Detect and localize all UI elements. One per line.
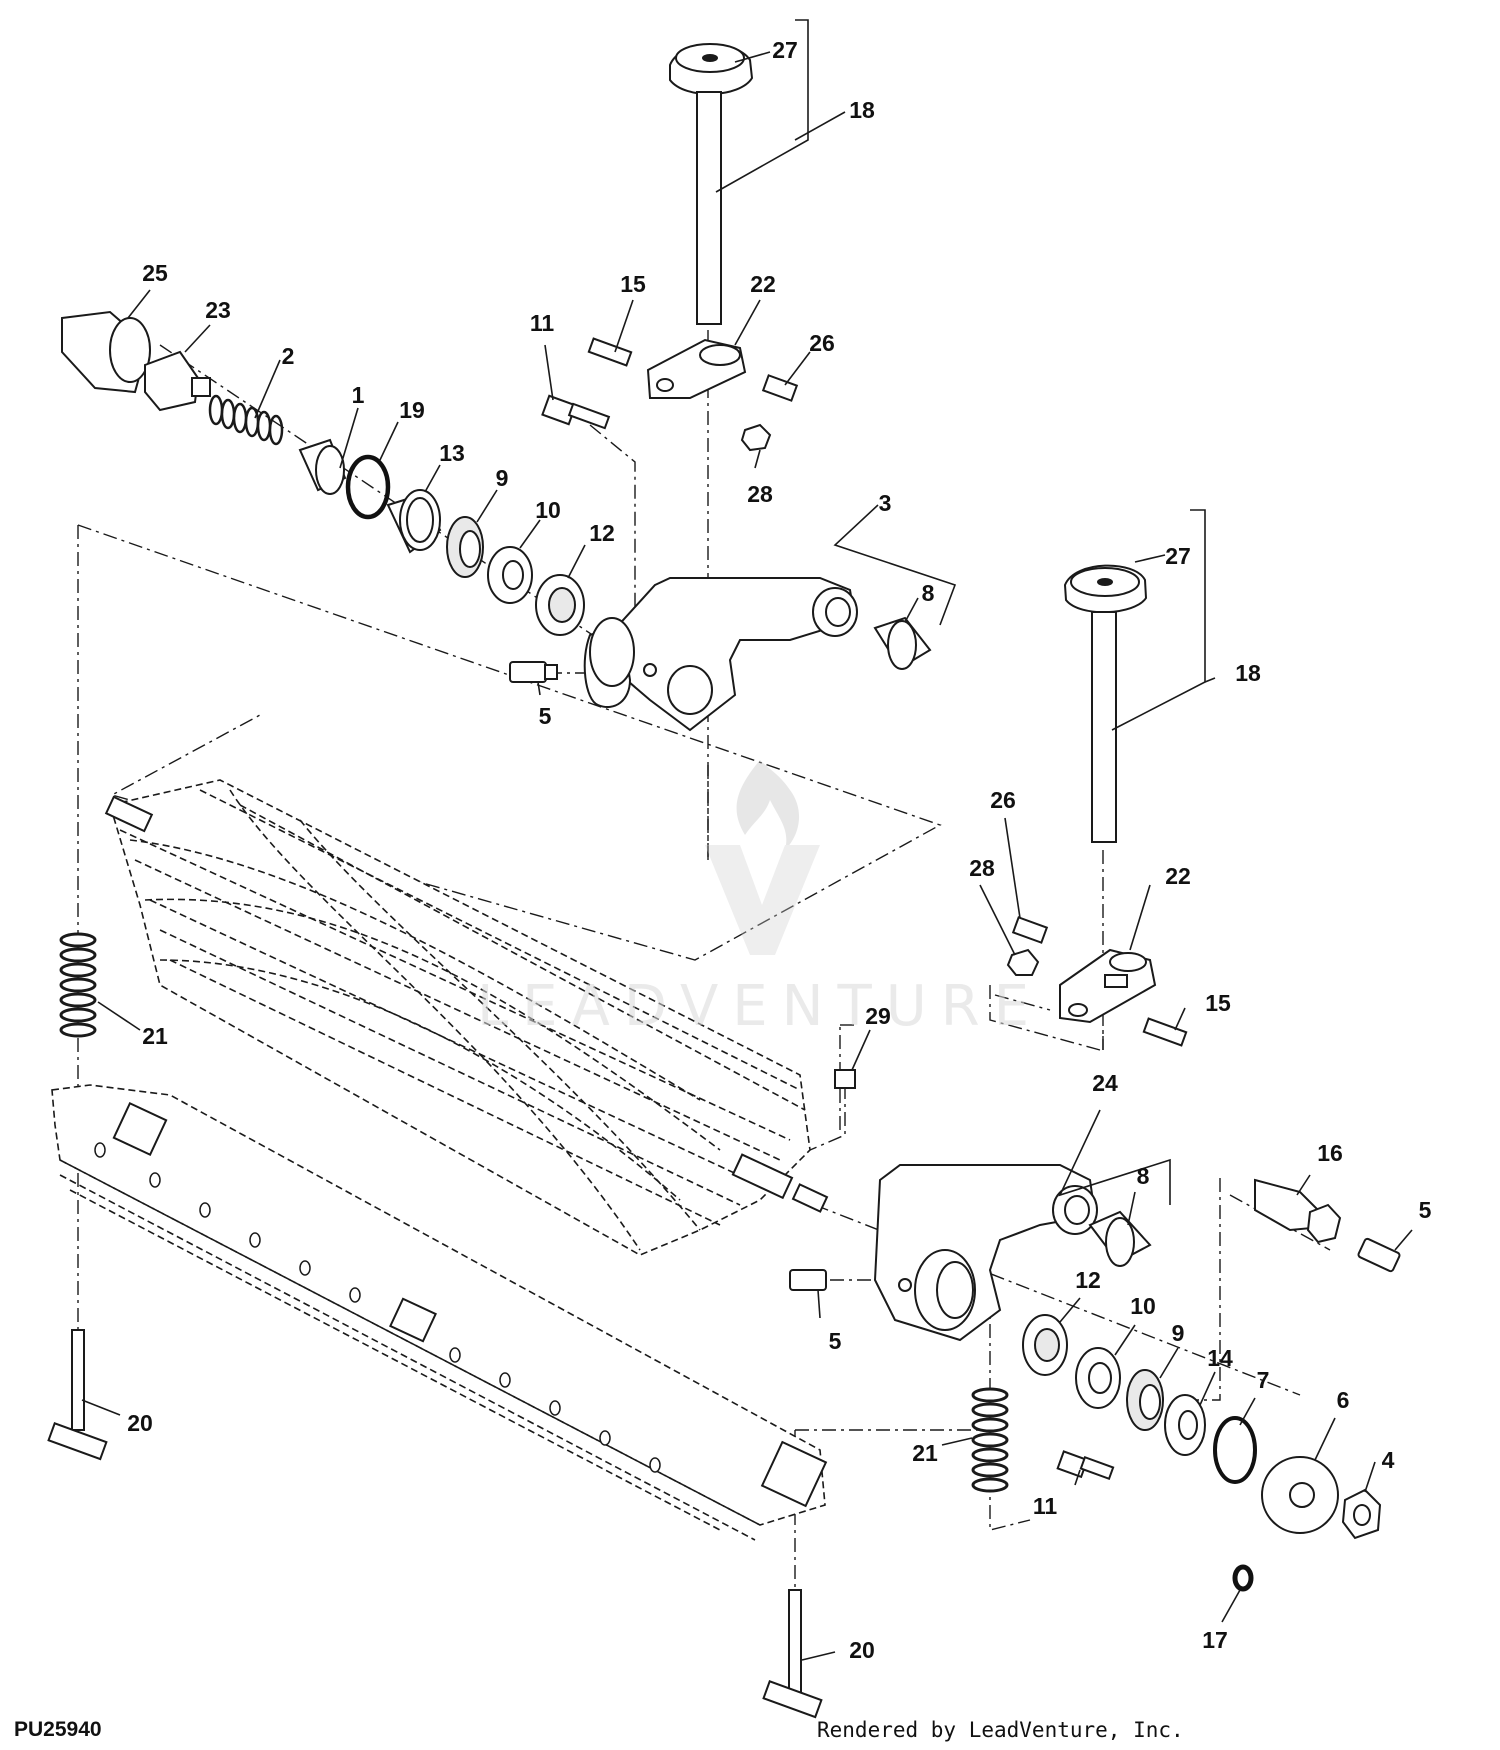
callout-21-lower: 21	[912, 1440, 938, 1466]
callout-5-right: 5	[1419, 1197, 1432, 1223]
callout-8: 8	[922, 580, 935, 606]
callout-11: 11	[530, 310, 555, 336]
callout-15-lower: 15	[1205, 990, 1231, 1016]
callout-29: 29	[865, 1003, 891, 1029]
callout-26-lower: 26	[990, 787, 1016, 813]
callout-21: 21	[142, 1023, 168, 1049]
callout-10-lower: 10	[1130, 1293, 1156, 1319]
callout-9: 9	[496, 465, 509, 491]
callout-4: 4	[1382, 1447, 1395, 1473]
callout-18: 18	[849, 97, 875, 123]
callout-10: 10	[535, 497, 561, 523]
callout-24: 24	[1092, 1070, 1118, 1096]
callout-11-lower: 11	[1033, 1493, 1058, 1519]
callout-6: 6	[1337, 1387, 1350, 1413]
callout-25: 25	[142, 260, 168, 286]
callout-5: 5	[539, 703, 552, 729]
upper-adjuster	[541, 43, 799, 452]
callout-18-lower: 18	[1235, 660, 1261, 686]
drawing-code: PU25940	[14, 1718, 102, 1741]
callout-numbers: 27 18 25 23 2 15 22 11 26 1 19 13 28 9 1…	[127, 37, 1431, 1663]
lower-adjuster	[1006, 564, 1188, 1047]
callout-7: 7	[1257, 1367, 1270, 1393]
callout-5-lower: 5	[829, 1328, 842, 1354]
callout-26: 26	[809, 330, 835, 356]
callout-28-lower: 28	[969, 855, 995, 881]
callout-12-lower: 12	[1075, 1267, 1101, 1293]
callout-19: 19	[399, 397, 425, 423]
springs-and-bolts	[47, 932, 1009, 1719]
callout-20: 20	[127, 1410, 153, 1436]
callout-2: 2	[282, 343, 295, 369]
callout-15: 15	[620, 271, 646, 297]
callout-28: 28	[747, 481, 773, 507]
callout-1: 1	[352, 382, 365, 408]
callout-20-lower: 20	[849, 1637, 875, 1663]
callout-27: 27	[772, 37, 798, 63]
lower-right-bearing-stack	[1022, 1178, 1401, 1592]
callout-22: 22	[750, 271, 776, 297]
leader-lines	[81, 19, 1413, 1661]
upper-left-bearing-stack	[61, 310, 585, 636]
callout-8-lower: 8	[1137, 1163, 1150, 1189]
callout-3: 3	[879, 490, 892, 516]
callout-16: 16	[1317, 1140, 1343, 1166]
callout-13: 13	[439, 440, 465, 466]
side-arm-lower	[789, 1069, 1152, 1342]
callout-17: 17	[1202, 1627, 1228, 1653]
bedknife-bar	[51, 1084, 828, 1541]
callout-12: 12	[589, 520, 615, 546]
render-credit: Rendered by LeadVenture, Inc.	[817, 1718, 1184, 1742]
callout-22-lower: 22	[1165, 863, 1191, 889]
side-arm-upper	[509, 577, 932, 732]
reel-assembly	[104, 779, 829, 1256]
callout-9-lower: 9	[1172, 1320, 1185, 1346]
callout-14: 14	[1207, 1345, 1233, 1371]
callout-23: 23	[205, 297, 231, 323]
callout-27-lower: 27	[1165, 543, 1191, 569]
